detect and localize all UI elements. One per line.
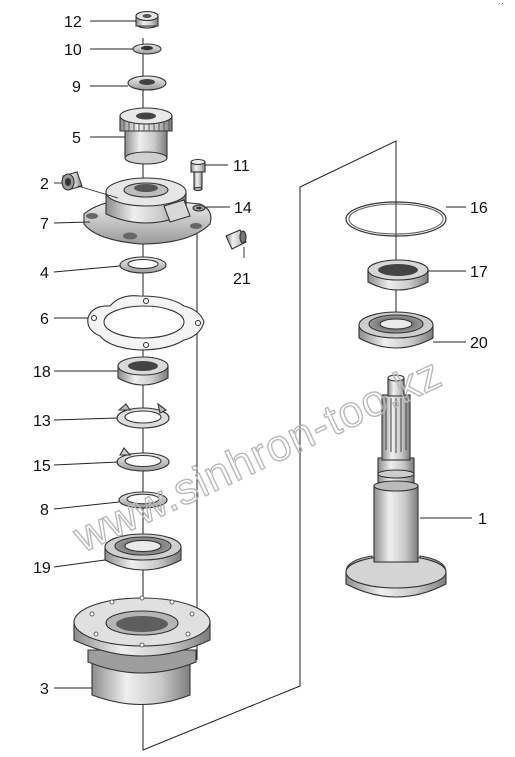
part-19-bearing (104, 533, 182, 571)
part-5-splined-bushing (119, 107, 173, 165)
part-10-washer (132, 43, 162, 55)
callout-leader-lines (53, 20, 472, 689)
callout-17: 17 (470, 264, 488, 281)
callout-15: 15 (33, 458, 51, 475)
callout-16: 16 (470, 200, 488, 217)
callout-3: 3 (40, 681, 49, 698)
callout-1: 1 (478, 511, 487, 528)
callout-18: 18 (33, 364, 51, 381)
part-13-lock-ring (116, 402, 170, 429)
callout-13: 13 (33, 413, 51, 430)
callout-21: 21 (233, 271, 251, 288)
part-8-ring (118, 491, 168, 509)
part-14-washer (192, 204, 206, 212)
callout-10: 10 (64, 42, 82, 59)
part-18-seal (117, 356, 169, 386)
part-20-bearing (358, 311, 434, 349)
corner-mark: ´´ (498, 2, 504, 12)
part-6-gasket (87, 295, 205, 351)
part-15-tab-washer (116, 447, 170, 472)
callout-4: 4 (40, 265, 49, 282)
callout-2: 2 (40, 176, 49, 193)
part-1-shaft (345, 374, 447, 598)
part-21-plug (225, 229, 247, 250)
part-9-washer (127, 75, 167, 91)
callout-20: 20 (470, 335, 488, 352)
callout-5: 5 (72, 130, 81, 147)
part-12-nut (135, 10, 159, 29)
part-7-housing-cover (83, 177, 212, 245)
callout-8: 8 (40, 502, 49, 519)
callout-7: 7 (40, 216, 49, 233)
callout-6: 6 (40, 311, 49, 328)
callout-labels: 12 10 9 5 2 7 11 14 21 4 6 18 13 15 8 19… (33, 14, 488, 698)
callout-9: 9 (72, 79, 81, 96)
part-16-o-ring (345, 201, 447, 237)
part-17-seal (367, 259, 429, 291)
callout-19: 19 (33, 560, 51, 577)
part-4-ring (119, 256, 167, 274)
part-11-bolt (190, 158, 206, 192)
callout-12: 12 (64, 14, 82, 31)
callout-14: 14 (234, 200, 252, 217)
part-3-housing (73, 595, 211, 705)
part-2-fitting (61, 171, 83, 191)
callout-11: 11 (233, 158, 250, 175)
